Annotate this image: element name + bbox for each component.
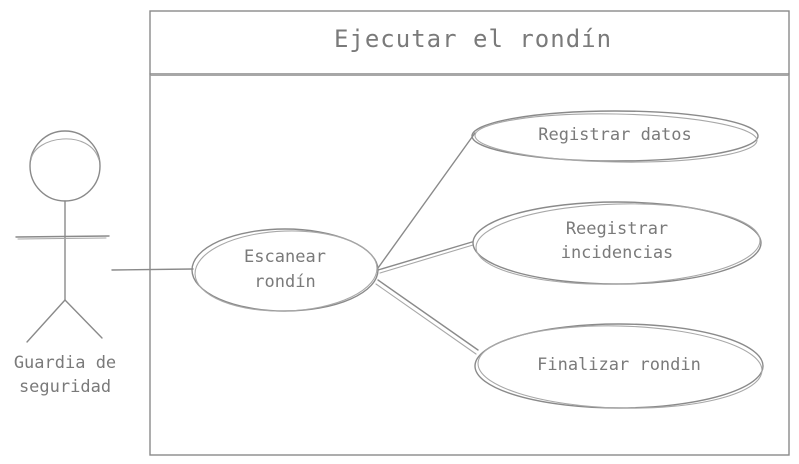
use-case-register-incidents-label-line1: Reegistrar <box>566 219 668 239</box>
association-scan-register-data <box>377 132 476 269</box>
actor-left-leg <box>26 299 66 343</box>
use-case-finish: Finalizar rondin <box>474 323 764 409</box>
actor-right-leg <box>64 299 103 339</box>
actor-label-line2: seguridad <box>19 377 111 397</box>
association-scan-register-incidents-sketch <box>379 244 474 274</box>
use-case-register-incidents-label-line2: incidencias <box>561 243 674 263</box>
system-title: Ejecutar el rondín <box>334 25 612 53</box>
associations <box>111 132 479 355</box>
actor-arms-sketch <box>17 237 107 240</box>
use-case-scan-ellipse-sketch <box>194 230 378 312</box>
association-scan-finish-sketch <box>375 283 477 355</box>
use-case-register-data-label: Registrar datos <box>538 125 692 145</box>
use-case-register-incidents-ellipse-sketch <box>475 203 761 285</box>
use-case-finish-label: Finalizar rondin <box>537 355 701 375</box>
use-case-scan: Escanear rondín <box>191 228 379 312</box>
actor-arms <box>15 235 110 238</box>
actor-head <box>29 130 101 202</box>
system-boundary-frame <box>149 10 790 456</box>
use-case-register-data-ellipse-sketch <box>474 113 758 163</box>
actor-guardia: Guardia de seguridad <box>14 130 116 397</box>
association-scan-register-incidents <box>377 241 473 271</box>
use-case-register-data: Registrar datos <box>471 110 759 163</box>
system-boundary: Ejecutar el rondín <box>149 10 790 456</box>
use-case-scan-label-line2: rondín <box>254 272 315 292</box>
use-case-register-incidents: Reegistrar incidencias <box>472 201 762 285</box>
association-actor-scan <box>111 268 194 271</box>
use-case-register-data-ellipse <box>471 110 759 162</box>
actor-label-line1: Guardia de <box>14 353 116 373</box>
use-case-finish-ellipse-sketch <box>477 325 763 409</box>
association-scan-finish <box>377 279 479 351</box>
use-case-scan-label-line1: Escanear <box>244 247 326 267</box>
actor-head-sketch <box>30 138 100 161</box>
